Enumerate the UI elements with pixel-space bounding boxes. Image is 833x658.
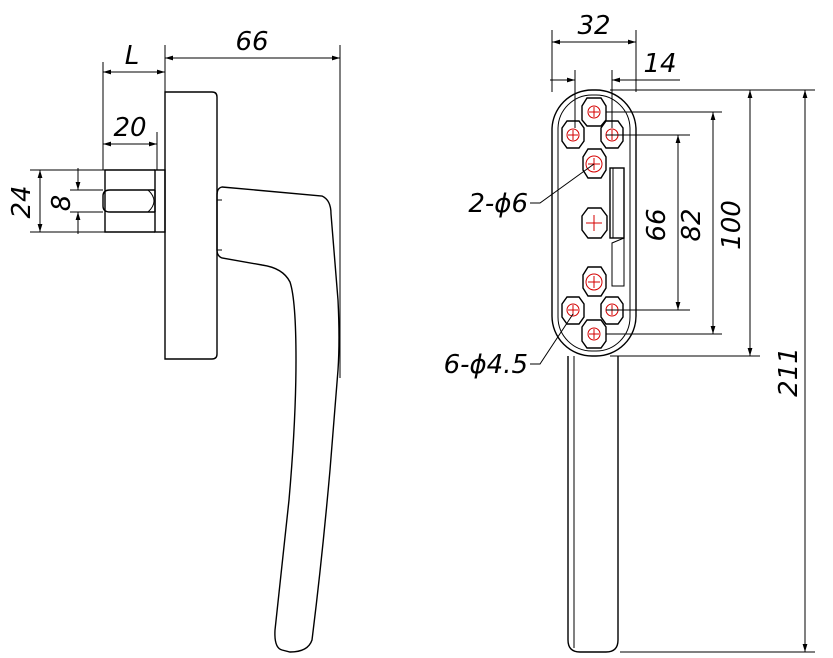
leader-large-holes xyxy=(530,163,595,204)
screw-small-2 xyxy=(561,120,585,149)
rose-inner xyxy=(557,94,631,352)
dim-32-label: 32 xyxy=(577,11,610,41)
label-small-holes: 6-ϕ4.5 xyxy=(444,350,528,380)
rose-outer xyxy=(551,89,637,357)
side-view: 66 L 20 24 8 xyxy=(7,27,341,653)
dim-L-label: L xyxy=(125,41,140,71)
dim-211-label: 211 xyxy=(774,347,804,397)
dim-20-label: 20 xyxy=(113,113,146,143)
lever-shaft xyxy=(567,356,619,653)
leader-small-holes xyxy=(530,313,574,365)
label-large-holes: 2-ϕ6 xyxy=(468,189,528,219)
screw-large-top xyxy=(582,148,607,179)
dim-82-label: 82 xyxy=(677,208,707,241)
dim-14-label: 14 xyxy=(643,49,676,79)
spindle-curve xyxy=(147,189,155,213)
slot-tab xyxy=(611,237,625,287)
rose-plate xyxy=(164,91,218,360)
dim-8-label: 8 xyxy=(47,195,77,212)
spindle-base xyxy=(154,169,166,233)
dim-24-label: 24 xyxy=(7,185,37,218)
screw-large-mid xyxy=(581,207,608,239)
front-view: 32 14 66 82 100 211 2-ϕ6 6-ϕ4.5 xyxy=(444,11,815,653)
lever-outline xyxy=(216,186,340,653)
slot-window xyxy=(609,167,625,239)
spindle-fork xyxy=(102,169,156,233)
screw-large-low xyxy=(582,266,607,297)
dim-66-label: 66 xyxy=(235,27,268,57)
dim-66v-label: 66 xyxy=(642,208,672,241)
screw-small-6 xyxy=(581,319,607,349)
screw-small-4 xyxy=(561,296,585,325)
screw-small-1 xyxy=(581,97,607,127)
dim-100-label: 100 xyxy=(717,200,747,250)
